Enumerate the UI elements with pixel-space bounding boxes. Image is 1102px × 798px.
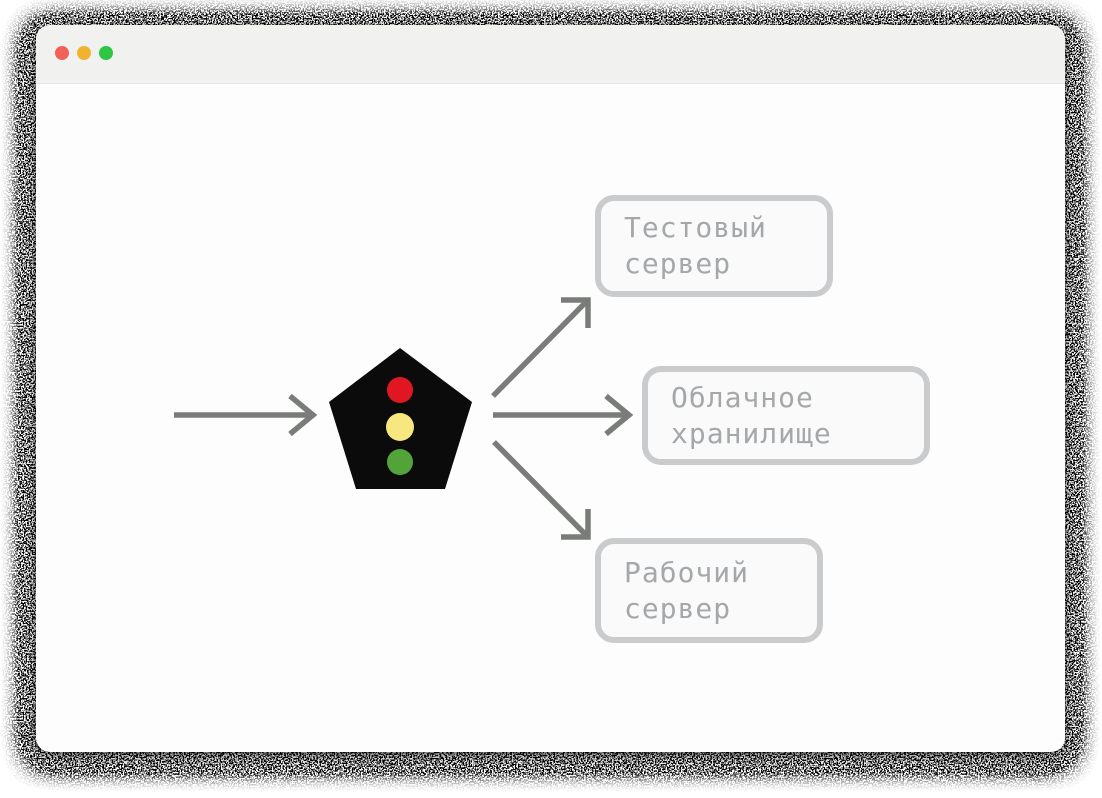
node-label-line: сервер [624, 591, 732, 625]
close-button[interactable] [55, 46, 69, 60]
node-cloud-storage: Облачное хранилище [642, 366, 930, 465]
minimize-button[interactable] [77, 46, 91, 60]
node-label-line: хранилище [671, 416, 832, 450]
node-label-line: Облачное [671, 380, 814, 414]
window-controls [55, 46, 113, 60]
window-titlebar [36, 25, 1065, 84]
maximize-button[interactable] [99, 46, 113, 60]
node-label-line: Рабочий [624, 555, 750, 589]
node-label-line: Тестовый [624, 211, 767, 244]
node-prod-server: Рабочий сервер [595, 538, 823, 643]
node-test-server: Тестовый сервер [595, 195, 833, 297]
node-label-line: сервер [624, 247, 732, 280]
